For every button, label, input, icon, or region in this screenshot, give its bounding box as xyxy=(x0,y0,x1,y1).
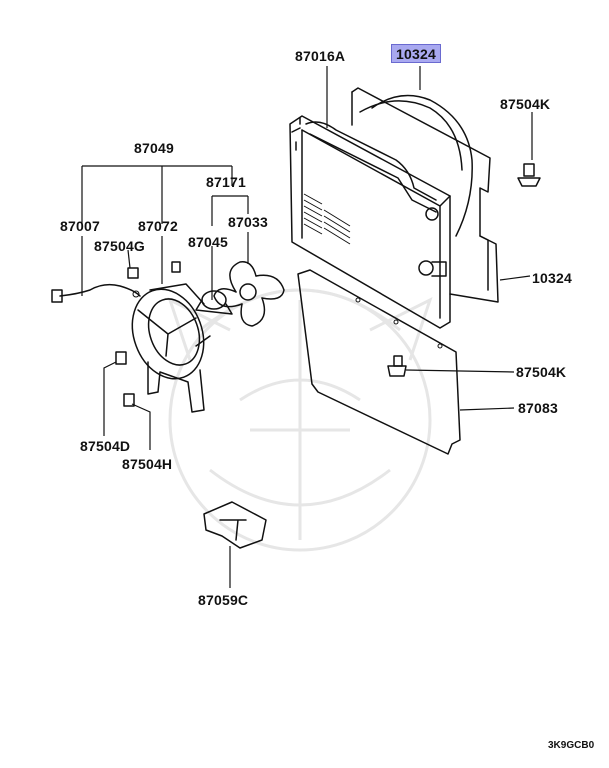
diagram-code: 3K9GCB0 xyxy=(548,740,595,751)
lower-cover-panel[interactable] xyxy=(297,269,461,455)
label-87504k-top[interactable]: 87504K xyxy=(500,96,551,112)
screw-87504d[interactable] xyxy=(115,351,127,365)
label-87033[interactable]: 87033 xyxy=(228,214,268,230)
label-87007[interactable]: 87007 xyxy=(60,218,100,234)
bolt-87504k-mid[interactable] xyxy=(387,355,407,377)
watermark-emblem xyxy=(167,288,433,552)
bracket-87059c[interactable] xyxy=(203,501,267,549)
label-10324-right[interactable]: 10324 xyxy=(532,270,572,286)
fan-blade[interactable] xyxy=(213,261,285,327)
screw-87504g[interactable] xyxy=(127,261,181,279)
label-87504h[interactable]: 87504H xyxy=(122,456,173,472)
label-87016a[interactable]: 87016A xyxy=(295,48,346,64)
bolt-87504k-top[interactable] xyxy=(517,163,541,187)
label-87504g[interactable]: 87504G xyxy=(94,238,146,254)
leader-lines xyxy=(81,66,533,588)
label-87049[interactable]: 87049 xyxy=(134,140,174,156)
fan-motor[interactable] xyxy=(195,290,233,315)
screw-87504h[interactable] xyxy=(123,393,135,407)
fan-motor-assembly[interactable] xyxy=(51,279,216,413)
radiator[interactable] xyxy=(289,115,451,329)
fan-shroud[interactable] xyxy=(351,87,499,303)
label-87072[interactable]: 87072 xyxy=(138,218,178,234)
label-87059c[interactable]: 87059C xyxy=(198,592,249,608)
label-87504d[interactable]: 87504D xyxy=(80,438,131,454)
label-87083[interactable]: 87083 xyxy=(518,400,558,416)
label-87171[interactable]: 87171 xyxy=(206,174,246,190)
label-87504k-mid[interactable]: 87504K xyxy=(516,364,567,380)
label-10324-highlighted[interactable]: 10324 xyxy=(391,44,441,63)
label-87045[interactable]: 87045 xyxy=(188,234,228,250)
